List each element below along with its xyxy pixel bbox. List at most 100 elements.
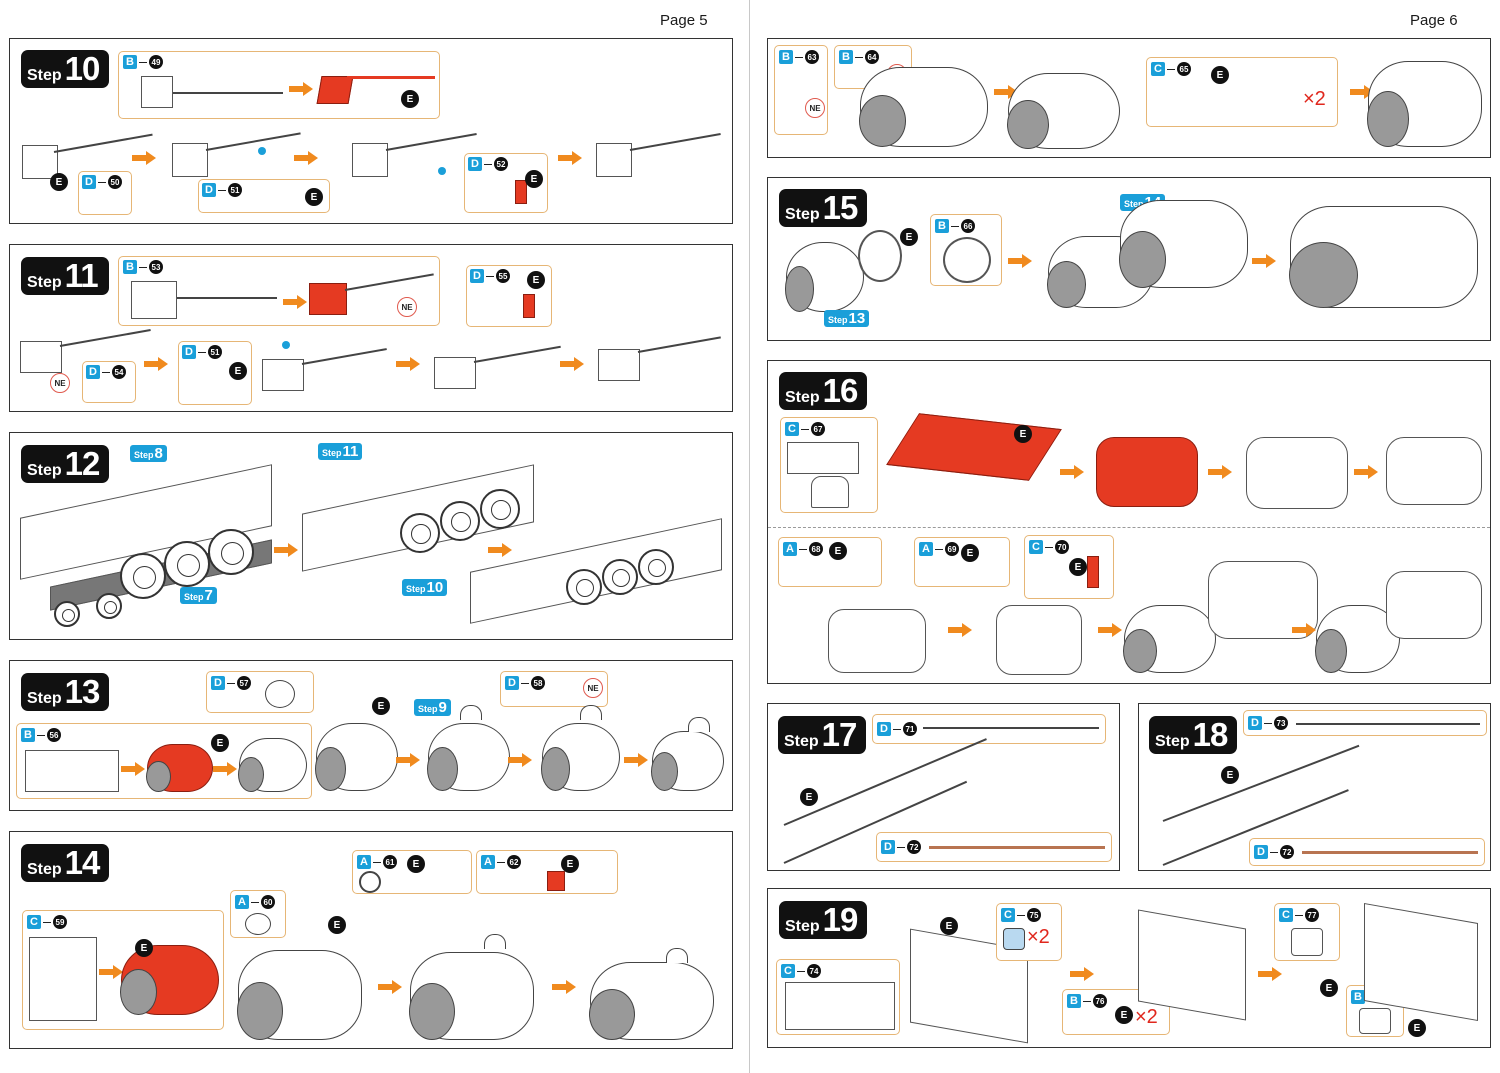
boiler-assembly (589, 962, 714, 1040)
e-marker: E (1069, 558, 1087, 576)
frame-rod (385, 133, 477, 151)
e-marker: E (1320, 979, 1338, 997)
page-divider (749, 0, 750, 1073)
wheel (400, 513, 440, 553)
e-marker: E (800, 788, 818, 806)
arrow-right-icon (294, 151, 318, 165)
step-10-badge: Step 10 (21, 50, 109, 88)
step-17-badge: Step 17 (778, 716, 866, 754)
e-marker: E (961, 544, 979, 562)
part-number: 69 (945, 542, 959, 556)
window-glass-part (1003, 928, 1025, 950)
wheel (440, 501, 480, 541)
sheet-letter: A (783, 542, 797, 556)
boiler-dome (580, 705, 602, 720)
part-callout: D 72 (1249, 838, 1485, 866)
wheel (208, 529, 254, 575)
driving-wheels (110, 523, 270, 603)
part-ref: D 54 (86, 365, 126, 379)
frame-assembly (434, 357, 476, 389)
part-callout: A 68 E (778, 537, 882, 587)
part-callout: D 52 E (464, 153, 548, 213)
wheel (638, 549, 674, 585)
step-13-badge: Step 13 (21, 673, 109, 711)
part-number: 72 (1280, 845, 1294, 859)
boiler-assembly (859, 67, 988, 147)
sheet-letter: C (1029, 540, 1043, 554)
step-word: Step (27, 274, 62, 291)
part-callout: B 53 NE (118, 256, 440, 326)
part-ref: C 70 (1029, 540, 1069, 554)
step-word: Step (785, 918, 820, 935)
step-word: Step (784, 733, 819, 750)
red-tank-assembly (1096, 437, 1198, 507)
e-marker: E (561, 855, 579, 873)
sheet-letter: B (779, 50, 793, 64)
part-number: 66 (961, 219, 975, 233)
part-number: 51 (208, 345, 222, 359)
arrow-right-icon (1252, 254, 1276, 268)
arrow-right-icon (624, 753, 648, 767)
part-ref: D 50 (82, 175, 122, 189)
e-marker: E (829, 542, 847, 560)
step-18-badge: Step 18 (1149, 716, 1237, 754)
smokebox-ring (858, 230, 902, 282)
part-number: 70 (1055, 540, 1069, 554)
handrail-part (1296, 723, 1480, 725)
step-number: 17 (821, 716, 858, 753)
ne-marker: NE (583, 678, 603, 698)
part-ref: B 63 (779, 50, 819, 64)
frame-rod (173, 92, 283, 94)
frame-rod (177, 297, 277, 299)
part-callout: D 51 E (178, 341, 252, 405)
boiler-assembly (651, 731, 724, 791)
sheet-letter: D (86, 365, 100, 379)
step-word: Step (27, 861, 62, 878)
boiler-dome (688, 717, 710, 732)
part-number: 64 (865, 50, 879, 64)
step-word: Step (27, 67, 62, 84)
part-number: 62 (507, 855, 521, 869)
sheet-letter: C (1001, 908, 1015, 922)
e-marker: E (305, 188, 323, 206)
boiler-assembly (1123, 605, 1216, 673)
part-number: 58 (531, 676, 545, 690)
part-callout: B 66 (930, 214, 1002, 286)
arrow-right-icon (1208, 465, 1232, 479)
section-separator (768, 527, 1490, 528)
sheet-letter: C (27, 915, 41, 929)
step-12-badge: Step 12 (21, 445, 109, 483)
step-word: Step (27, 462, 62, 479)
part-number: 67 (811, 422, 825, 436)
part-ref: A 62 (481, 855, 521, 869)
part-callout: C 74 (776, 959, 900, 1035)
tank-assembly (996, 605, 1082, 675)
part-callout: C 67 (780, 417, 878, 513)
red-boiler-roll (146, 744, 213, 792)
frame-rod (344, 273, 434, 291)
handrail-rod (1302, 851, 1478, 854)
part-piece (131, 281, 177, 319)
step-number: 13 (64, 673, 101, 710)
pony-wheel (96, 593, 122, 619)
arrow-right-icon (948, 623, 972, 637)
tank-assembly (1386, 437, 1482, 505)
sheet-letter: D (505, 676, 519, 690)
part-ref: C 65 (1151, 62, 1191, 76)
sheet-letter: D (470, 269, 484, 283)
disc-part (265, 680, 295, 708)
e-marker: E (50, 173, 68, 191)
step-number: 16 (822, 372, 859, 409)
wheel (480, 489, 520, 529)
part-number: 49 (149, 55, 163, 69)
part-ref: C 67 (785, 422, 825, 436)
frame-assembly (598, 349, 640, 381)
part-number: 77 (1305, 908, 1319, 922)
frame-assembly (352, 143, 388, 177)
step-16-badge: Step 16 (779, 372, 867, 410)
part-ref: D 57 (211, 676, 251, 690)
part-ref: C 74 (781, 964, 821, 978)
red-part-piece (309, 283, 347, 315)
part-ref: D 52 (468, 157, 508, 171)
